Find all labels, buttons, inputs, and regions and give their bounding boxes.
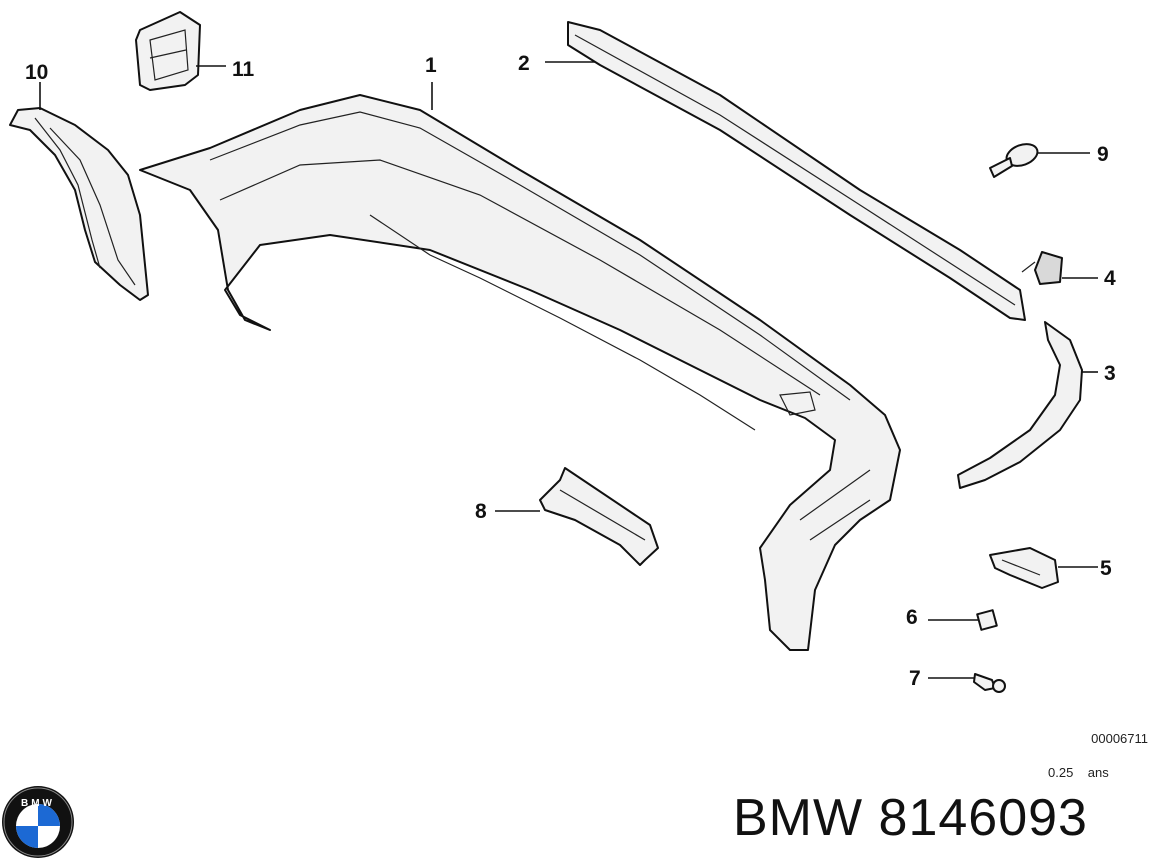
scale-unit: ans — [1087, 765, 1109, 780]
callout-2: 2 — [518, 52, 530, 75]
part-4-clip[interactable] — [1021, 251, 1063, 285]
part-11-cover[interactable] — [135, 11, 201, 91]
part-3-side-trim[interactable] — [957, 321, 1083, 489]
callout-3: 3 — [1104, 362, 1116, 385]
part-7-bolt[interactable] — [973, 673, 1006, 693]
part-9-tow-eye[interactable] — [989, 140, 1040, 178]
callout-8: 8 — [475, 500, 487, 523]
callout-9: 9 — [1097, 143, 1109, 166]
scale-label: 0.25 ans — [1048, 765, 1109, 780]
bmw-logo: BMW — [2, 786, 74, 858]
part-5-bracket[interactable] — [989, 547, 1059, 589]
diagram-code: 00006711 — [1091, 731, 1148, 746]
part-6-nut[interactable] — [976, 609, 998, 631]
callout-7: 7 — [909, 667, 921, 690]
callout-4: 4 — [1104, 267, 1116, 290]
callout-1: 1 — [425, 54, 437, 77]
part-8-panel[interactable] — [539, 467, 659, 566]
part-1-bumper-cover[interactable] — [139, 94, 901, 651]
callout-6: 6 — [906, 606, 918, 629]
callout-10: 10 — [25, 61, 48, 84]
bmw-logo-text: BMW — [21, 798, 55, 809]
part-number-label: BMW 8146093 — [733, 789, 1088, 847]
callout-11: 11 — [232, 58, 255, 81]
callout-5: 5 — [1100, 557, 1112, 580]
scale-value: 0.25 — [1048, 765, 1074, 780]
part-2-trim-strip[interactable] — [567, 21, 1026, 321]
part-10-side-bracket[interactable] — [9, 107, 149, 301]
